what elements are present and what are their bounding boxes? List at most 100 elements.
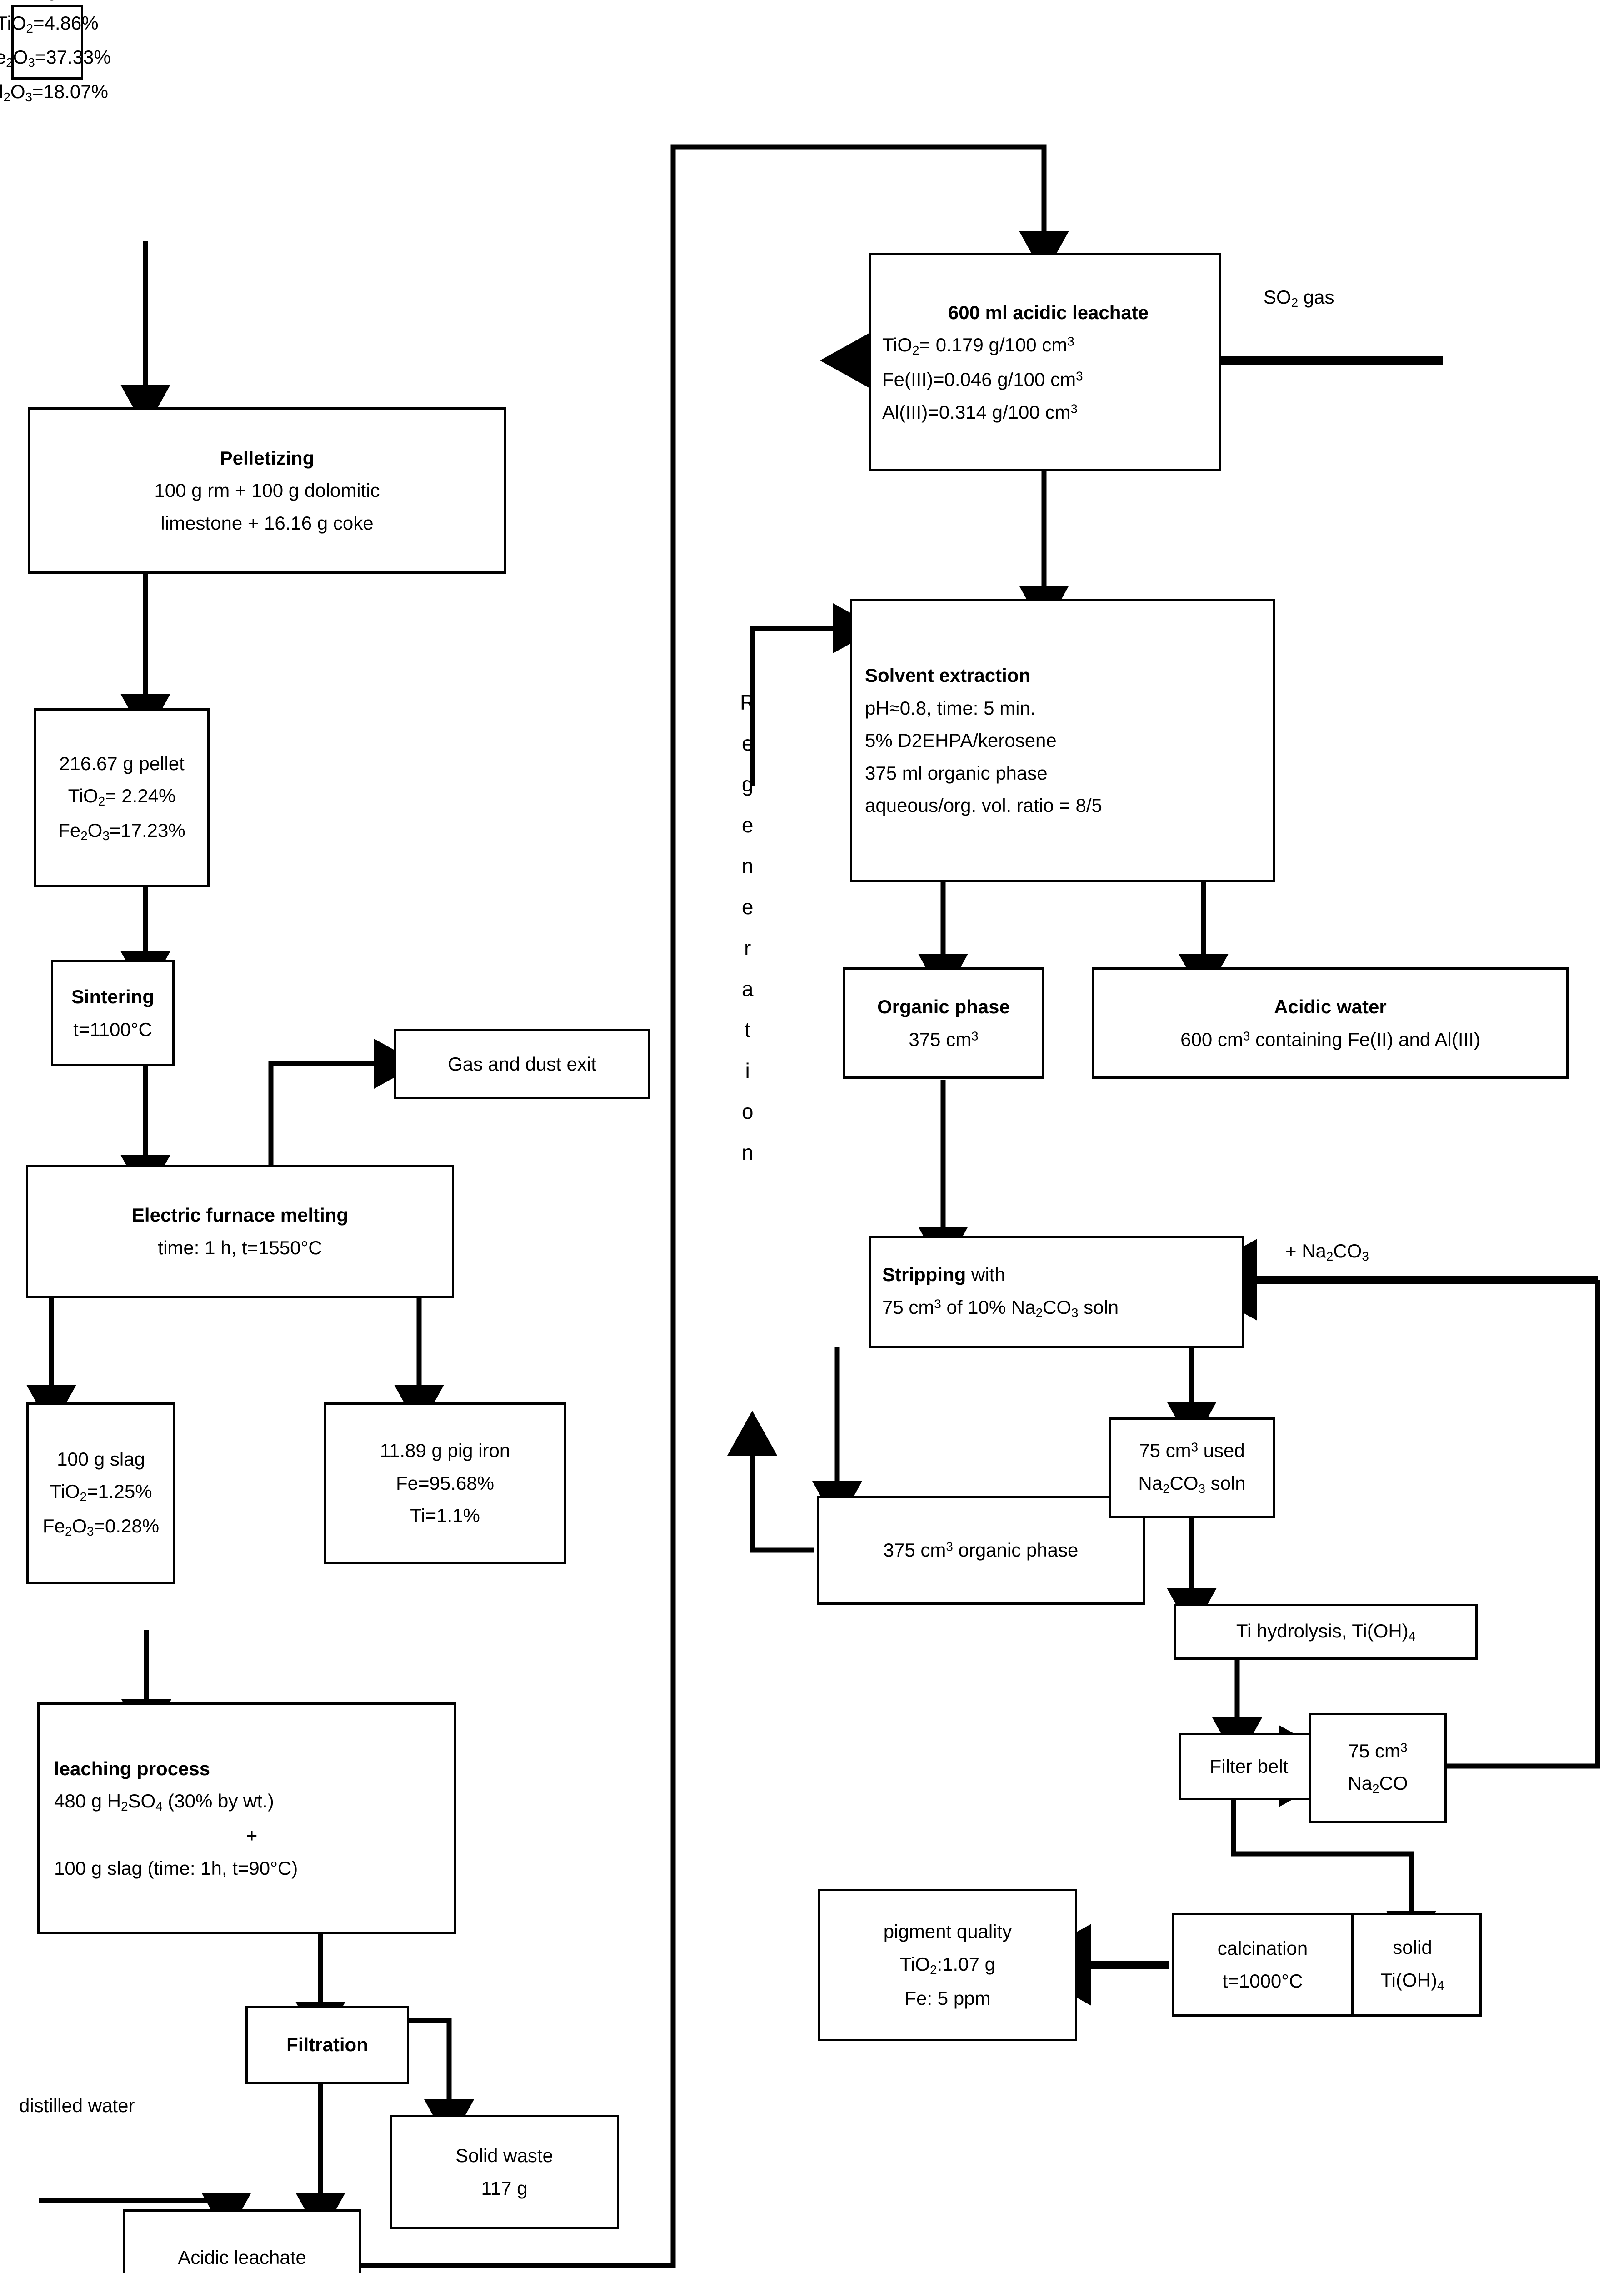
solidwaste-line-0: Solid waste [455,2145,553,2167]
sintering-box: Sintering t=1100°C [51,960,175,1066]
regen-letter-4: n [741,854,754,878]
rm-line-1: TiO2=4.86% [0,12,99,35]
na2co3-addition-label: + Na2CO3 [1285,1240,1369,1263]
pellet-line-1: TiO2= 2.24% [68,785,176,809]
calcination-line-0: calcination [1217,1938,1308,1959]
filter-belt-box: Filter belt [1179,1733,1319,1800]
leaching-line-2: + [246,1825,258,1847]
solid-tioh4-box: solid Ti(OH)4 [1343,1913,1482,2017]
leaching-box: leaching process 480 g H2SO4 (30% by wt.… [37,1702,456,1934]
furnace-title: Electric furnace melting [131,1204,349,1226]
pellet-line-0: 216.67 g pellet [59,752,185,774]
pigiron-line-1: Fe=95.68% [396,1472,494,1494]
edge-distilled-water [39,2193,251,2238]
used-na2co3-box: 75 cm3 used Na2CO3 soln [1109,1417,1275,1518]
raw-material-box: 100 g rm TiO2=4.86% Fe2O3=37.33% Al2O3=1… [0,0,111,104]
leaching-title: leaching process [54,1757,210,1779]
organic-title: Organic phase [877,996,1010,1017]
pigiron-line-2: Ti=1.1% [410,1505,480,1527]
leachate600-line-3: Al(III)=0.314 g/100 cm3 [882,401,1078,423]
leaching-line-3: 100 g slag (time: 1h, t=90°C) [54,1857,298,1879]
pigment-quality-box: pigment quality TiO2:1.07 g Fe: 5 ppm [818,1889,1077,2041]
pig-iron-box: 11.89 g pig iron Fe=95.68% Ti=1.1% [324,1402,566,1564]
regen-letter-6: r [744,936,751,960]
rm-line-3: Al2O3=18.07% [0,81,108,105]
leaching-line-1: 480 g H2SO4 (30% by wt.) [54,1790,274,1814]
pellet-box: 216.67 g pellet TiO2= 2.24% Fe2O3=17.23% [34,708,210,887]
solidwaste-line-1: 117 g [481,2178,528,2199]
rm-line-2: Fe2O3=37.33% [0,46,111,70]
regen-letter-8: t [745,1018,750,1041]
pigment-line-1: TiO2:1.07 g [900,1953,995,1977]
so2-gas-label: SO2 gas [1264,286,1334,310]
rm-line-0: 100 g rm [10,0,85,2]
edge-organic375-to-regeneration [727,1411,814,1553]
pigment-line-0: pigment quality [883,1921,1012,1943]
distilled-water-label: distilled water [19,2095,135,2116]
solvent-title: Solvent extraction [865,665,1031,686]
gas-dust-exit-label: Gas and dust exit [448,1053,596,1075]
regen-letter-0: R [740,691,755,714]
solvent-line-4: aqueous/org. vol. ratio = 8/5 [865,795,1102,816]
regen-letter-2: g [741,772,754,796]
edge-furnace-to-gasdust [268,1039,419,1166]
acidic-leachate-600-box: 600 ml acidic leachate TiO2= 0.179 g/100… [869,253,1221,471]
organic-phase-box: Organic phase 375 cm3 [843,967,1044,1079]
regen-letter-10: o [741,1100,754,1123]
edge-leachate-return-loop [359,144,1069,2268]
ti-hydrolysis-box: Ti hydrolysis, Ti(OH)4 [1174,1604,1478,1660]
solvent-line-2: 5% D2EHPA/kerosene [865,730,1057,751]
solid-line-0: solid [1393,1937,1432,1958]
electric-furnace-box: Electric furnace melting time: 1 h, t=15… [26,1165,454,1298]
slag-line-0: 100 g slag [57,1448,145,1470]
pelletizing-title: Pelletizing [220,447,315,469]
calcination-line-1: t=1000°C [1222,1970,1303,1992]
sintering-title: Sintering [71,986,154,1007]
pigiron-line-0: 11.89 g pig iron [380,1440,510,1462]
filtration-box: Filtration [245,2006,409,2084]
calcination-box: calcination t=1000°C [1172,1913,1354,2017]
sintering-line-1: t=1100°C [73,1018,152,1040]
pigment-line-2: Fe: 5 ppm [904,1988,991,2009]
furnace-line-1: time: 1 h, t=1550°C [158,1237,322,1258]
solid-waste-box: Solid waste 117 g [390,2115,619,2229]
na2co-75-box: 75 cm3 Na2CO [1309,1713,1447,1823]
stripping-line-1: 75 cm3 of 10% Na2CO3 soln [882,1296,1119,1320]
acidicwater-title: Acidic water [1274,996,1387,1017]
solvent-line-1: pH≈0.8, time: 5 min. [865,697,1036,719]
solid-line-1: Ti(OH)4 [1380,1969,1444,1993]
regen-letter-3: e [741,813,754,837]
leachate600-line-1: TiO2= 0.179 g/100 cm3 [882,334,1074,358]
leachate600-line-2: Fe(III)=0.046 g/100 cm3 [882,369,1083,391]
solvent-line-3: 375 ml organic phase [865,762,1048,784]
regen-letter-11: n [741,1141,754,1164]
leachate400-line-0: Acidic leachate [178,2246,306,2268]
regen-letter-9: i [745,1059,750,1082]
slag-line-2: Fe2O3=0.28% [42,1515,160,1538]
acidicwater-line-1: 600 cm3 containing Fe(II) and Al(III) [1180,1028,1480,1050]
filtration-title: Filtration [286,2034,368,2056]
na2co75-line-0: 75 cm3 [1348,1740,1408,1762]
regen-letter-1: e [741,731,754,755]
hydrolysis-line-0: Ti hydrolysis, Ti(OH)4 [1236,1620,1416,1643]
stripping-box: Stripping with 75 cm3 of 10% Na2CO3 soln [869,1236,1244,1348]
organic-line-1: 375 cm3 [909,1028,979,1050]
regeneration-label: R e g e n e r a t i o n [740,682,755,1173]
acidic-water-box: Acidic water 600 cm3 containing Fe(II) a… [1092,967,1569,1079]
regen-letter-5: e [741,895,754,919]
filterbelt-line-0: Filter belt [1209,1756,1289,1777]
pellet-line-2: Fe2O3=17.23% [58,819,185,843]
slag-line-1: TiO2=1.25% [50,1481,152,1504]
leachate600-title: 600 ml acidic leachate [948,301,1149,323]
regen-letter-7: a [741,977,754,1001]
na2co75-line-1: Na2CO [1348,1772,1408,1796]
usedna2co3-line-1: Na2CO3 soln [1138,1472,1246,1496]
solvent-extraction-box: Solvent extraction pH≈0.8, time: 5 min. … [850,599,1275,882]
slag-box: 100 g slag TiO2=1.25% Fe2O3=0.28% [26,1402,175,1584]
organic-phase-375-box: 375 cm3 organic phase [817,1496,1145,1605]
edge-filtration-to-solidwaste [409,2018,474,2144]
gas-dust-exit-box: Gas and dust exit [394,1029,650,1099]
edge-filterbelt-to-solid [1231,1800,1436,1956]
